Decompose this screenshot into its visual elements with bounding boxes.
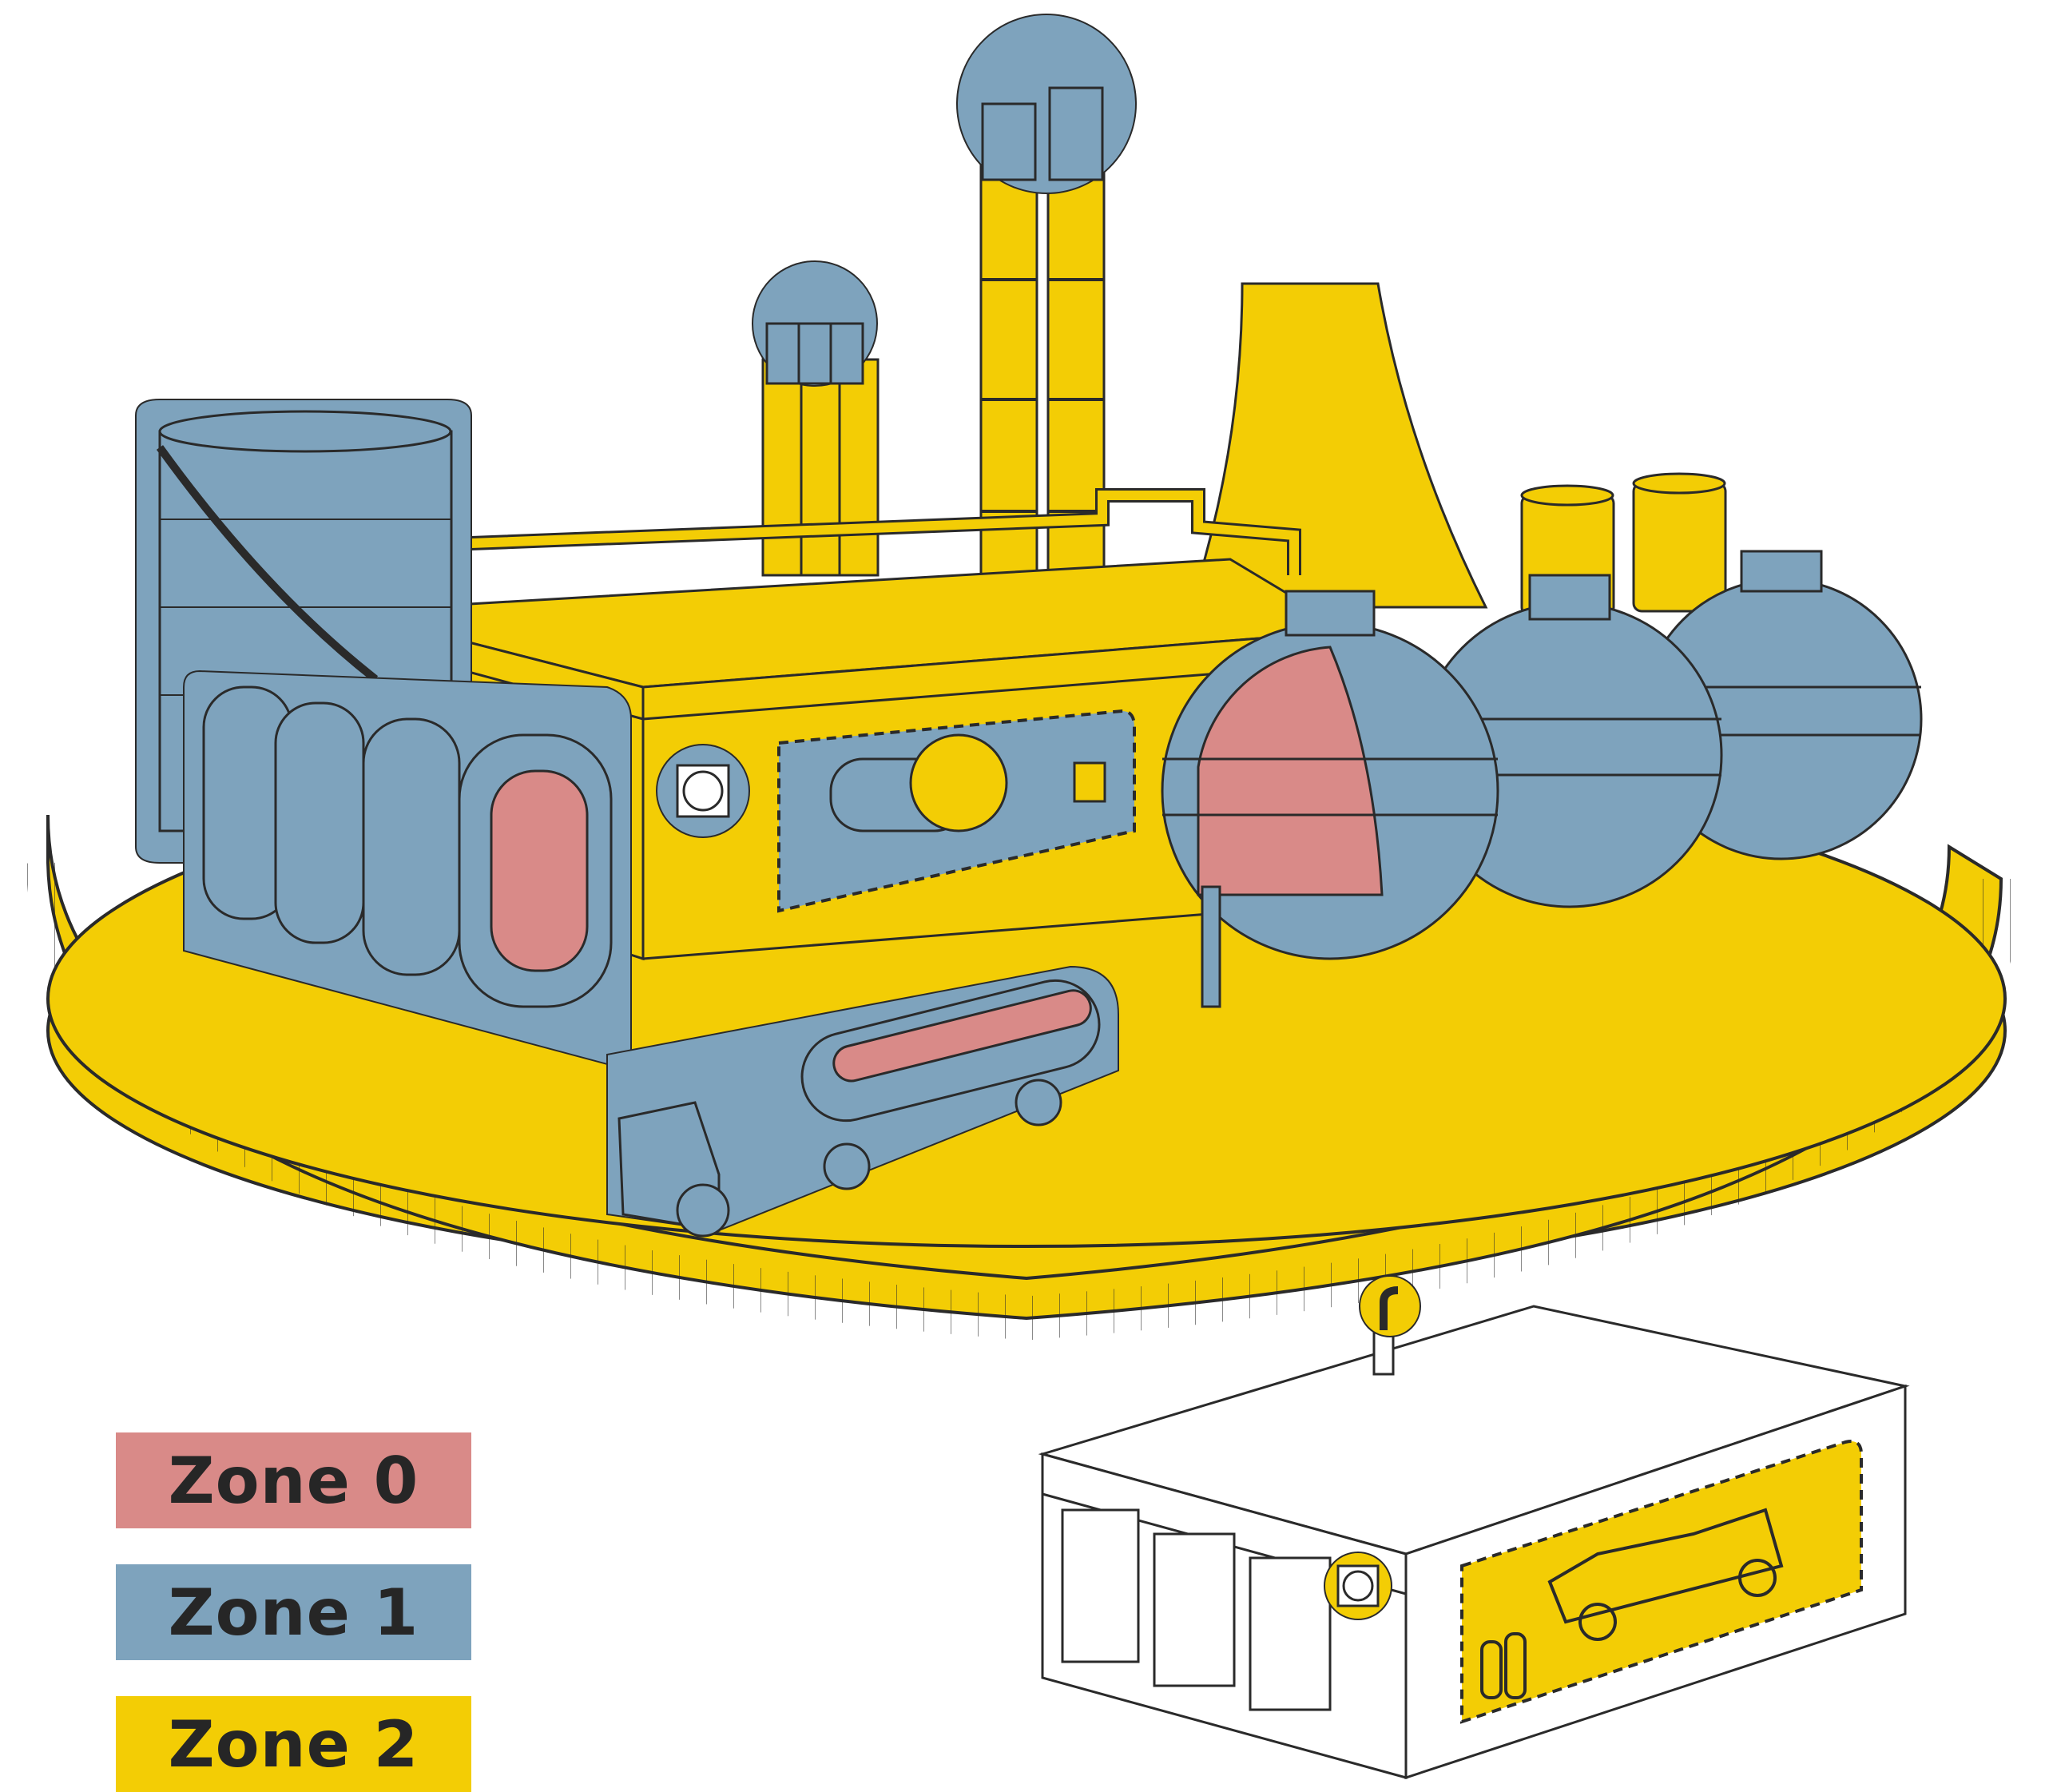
fire-truck [1547, 1508, 1784, 1624]
legend-zone2-label: Zone 2 [168, 1707, 419, 1782]
vertical-tank-zone0 [490, 769, 589, 972]
legend-zone1: Zone 1 [116, 1564, 471, 1660]
legend-zone1-label: Zone 1 [168, 1575, 419, 1650]
small-chimneys [752, 260, 880, 577]
fan-icon [676, 764, 730, 818]
spherical-tanks [1161, 550, 1923, 1008]
garage-building [1038, 1275, 1910, 1780]
cooling-tower [1188, 282, 1488, 609]
tanker-zone0 [832, 989, 1092, 1083]
tall-chimneys [956, 14, 1137, 585]
tanker-truck [606, 965, 1119, 1238]
socket-box [1073, 761, 1106, 803]
vertical-tanks [183, 670, 632, 1072]
vent-zone2 [1359, 1275, 1421, 1337]
sphere-zone0 [1197, 646, 1384, 896]
legend-zone0: Zone 0 [116, 1432, 471, 1528]
legend-zone2: Zone 2 [116, 1696, 471, 1792]
legend-zone0-label: Zone 0 [168, 1443, 419, 1518]
